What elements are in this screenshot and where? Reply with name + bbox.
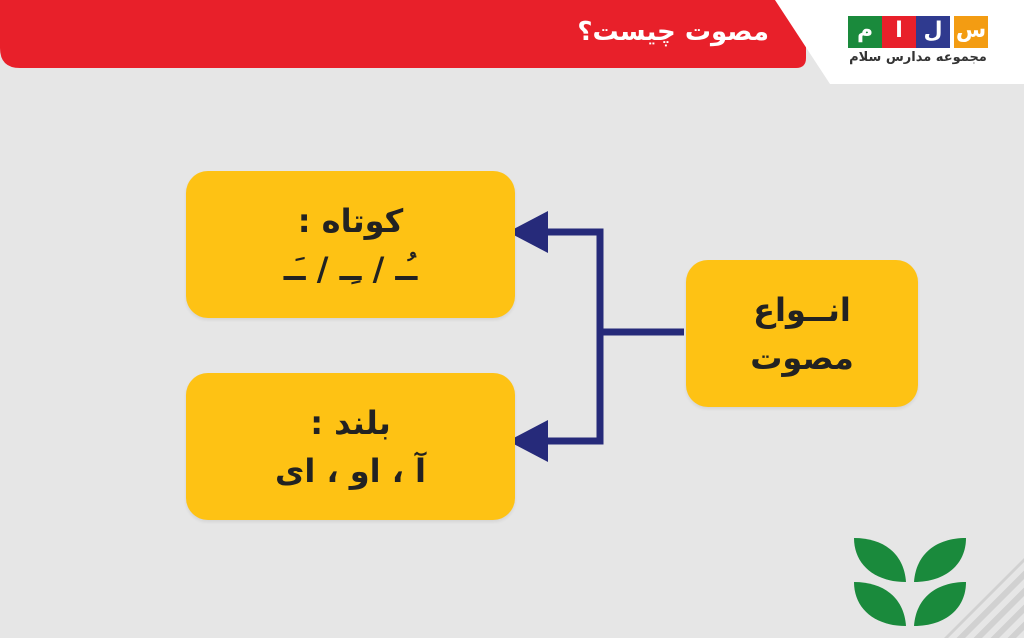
logo-letter-mim: م xyxy=(848,16,882,48)
node-short-vowels: کوتاه : ـُـ / ـِـ / ـَـ xyxy=(186,171,515,318)
header-bar xyxy=(0,0,806,68)
short-title: کوتاه : xyxy=(297,201,404,240)
connector-line xyxy=(540,332,604,445)
short-values: ـُـ / ـِـ / ـَـ xyxy=(283,249,418,288)
connector-line xyxy=(540,228,684,336)
root-line-1: انــواع xyxy=(753,290,851,329)
root-line-2: مصوت xyxy=(750,338,854,377)
long-values: آ ، او ، ای xyxy=(275,451,426,490)
page-title: مصوت چیست؟ xyxy=(577,17,769,47)
logo-letter-lam: ل xyxy=(916,16,950,48)
node-root-vowel-types: انــواع مصوت xyxy=(686,260,918,407)
logo-letter-sin: س xyxy=(954,16,988,48)
leaf-icon xyxy=(854,538,1024,638)
node-long-vowels: بلند : آ ، او ، ای xyxy=(186,373,515,520)
logo-letter-alef: ا xyxy=(882,16,916,48)
long-title: بلند : xyxy=(310,403,391,442)
logo-subtitle: مجموعه مدارس سلام xyxy=(849,50,987,65)
